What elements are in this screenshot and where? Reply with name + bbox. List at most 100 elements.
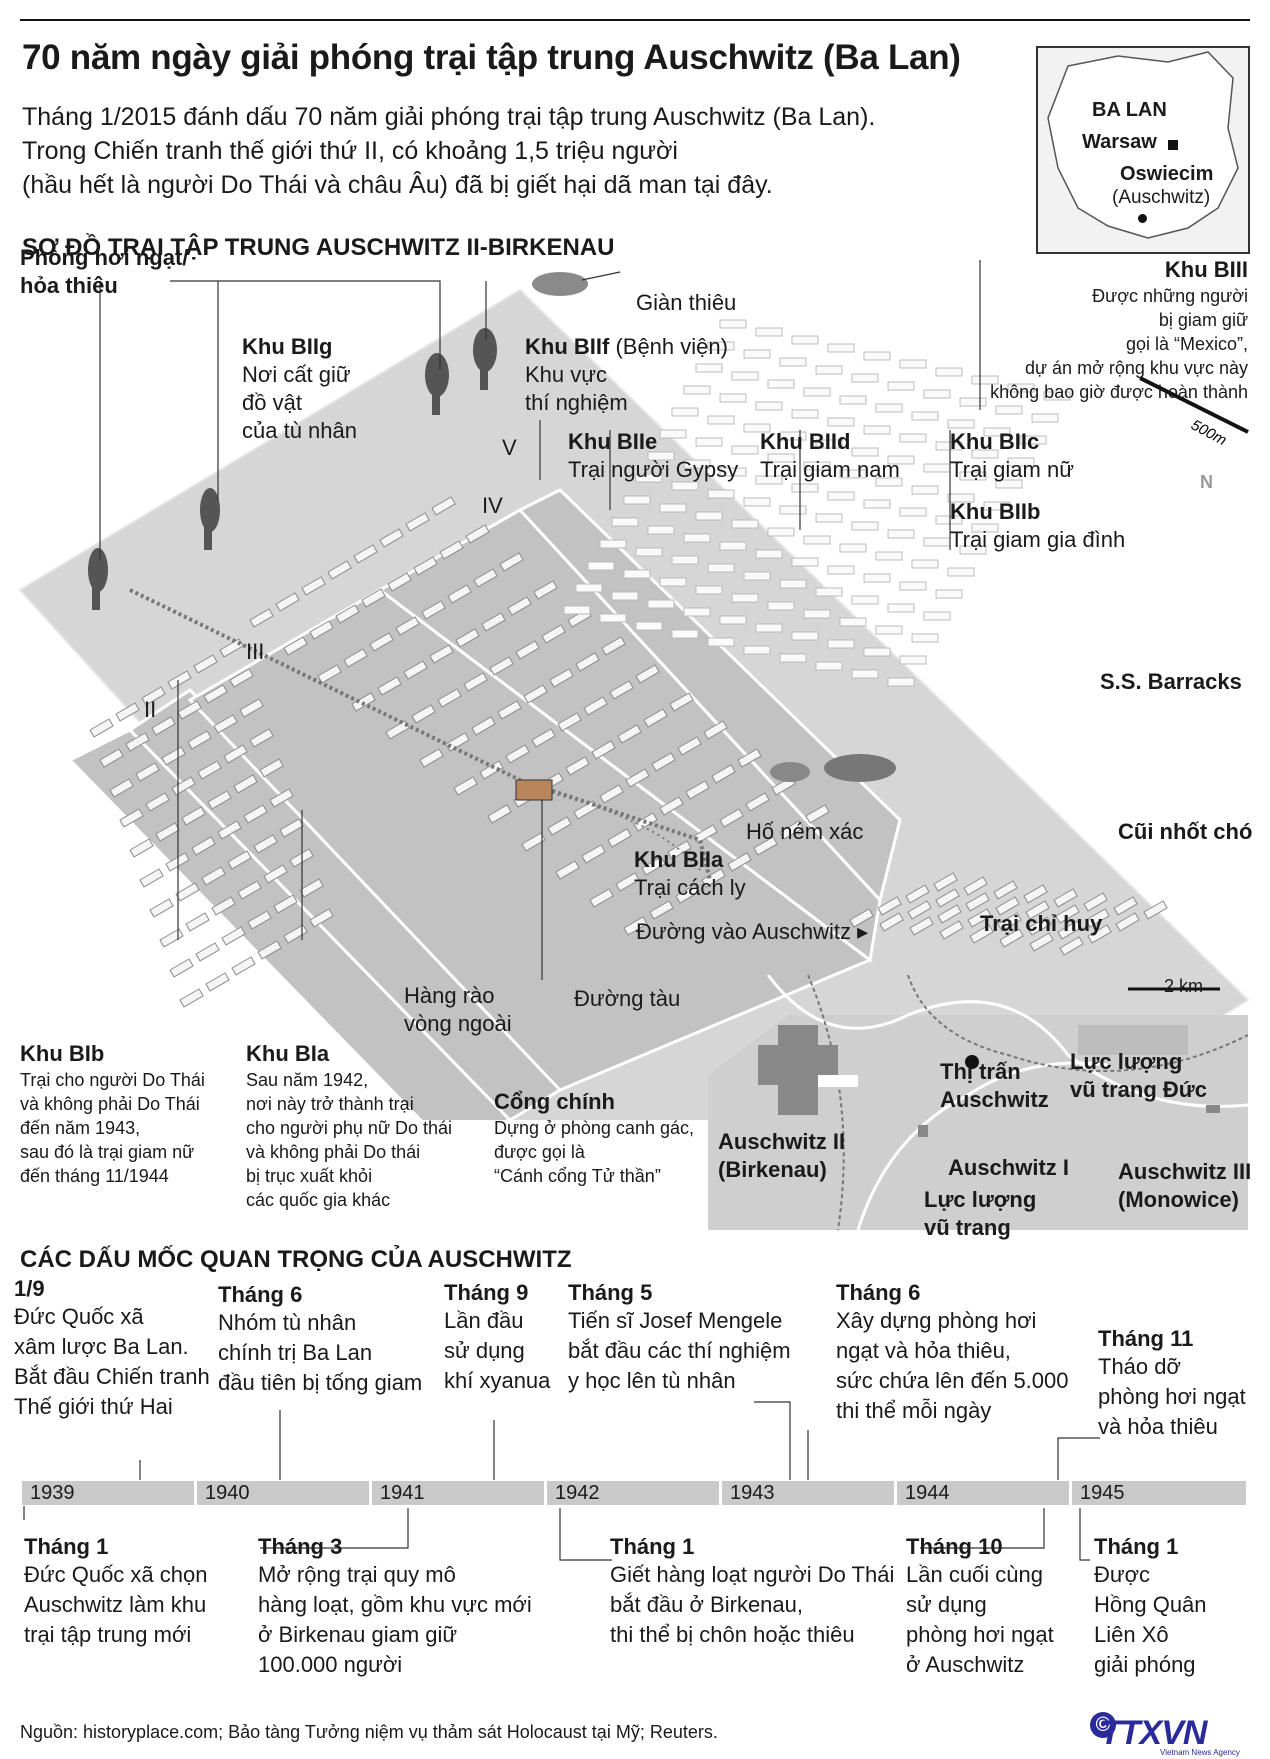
barrack [877, 896, 902, 916]
barrack [369, 632, 394, 652]
barrack-bIII [719, 319, 747, 329]
label-pits: Hố ném xác [746, 819, 864, 844]
section-bIb [67, 728, 513, 1120]
barrack-bIII [911, 633, 939, 643]
inset-city: Oswiecim [1120, 163, 1214, 185]
barrack-bIII [659, 503, 687, 513]
barrack [249, 608, 274, 628]
barrack [179, 988, 204, 1008]
barrack [711, 764, 736, 784]
barrack [557, 712, 582, 732]
barrack [429, 644, 454, 664]
label-bIa: Khu BIa Sau năm 1942, nơi này trở thành … [246, 1041, 453, 1210]
barrack [227, 850, 252, 870]
barrack [523, 684, 548, 704]
barrack [753, 836, 778, 856]
barrack [269, 788, 294, 808]
barrack [1057, 920, 1082, 940]
barrack-bIII [995, 405, 1023, 415]
pyre-icon [532, 272, 588, 296]
timeline-segment [722, 1481, 894, 1505]
barrack [445, 732, 470, 752]
barrack-bIII [659, 429, 687, 439]
barrack-bIII [887, 455, 915, 465]
barrack-bIII [767, 601, 795, 611]
barrack-bIII [635, 473, 663, 483]
barrack-bIII [911, 411, 939, 421]
barrack-bIII [851, 595, 879, 605]
barrack-bIII [899, 581, 927, 591]
barrack [649, 900, 674, 920]
timeline-segment [197, 1481, 369, 1505]
barrack-bIII [647, 599, 675, 609]
barrack [309, 620, 334, 640]
barrack [205, 972, 230, 992]
barrack [159, 928, 184, 948]
intro-text: Tháng 1/2015 đánh dấu 70 năm giải phóng … [22, 100, 992, 202]
timeline-segment [1072, 1481, 1246, 1505]
chimney-smoke-icons [88, 328, 497, 610]
barracks-grid [89, 496, 1168, 1008]
barrack-bIII [1043, 391, 1071, 401]
label-crematorium-3: III [246, 639, 265, 664]
barrack [625, 768, 650, 788]
barrack [405, 512, 430, 532]
barrack [237, 880, 262, 900]
birkenau-map: 500m N [18, 260, 1250, 1120]
barrack [149, 898, 174, 918]
town-marker-icon [965, 1055, 979, 1069]
barrack-bIII [887, 603, 915, 613]
inset-country: BA LAN [1092, 99, 1167, 121]
barrack-bIII [899, 655, 927, 665]
barrack [995, 896, 1020, 916]
barrack [201, 866, 226, 886]
barrack-bIII [851, 669, 879, 679]
barrack [1087, 924, 1112, 944]
barrack-bIII [599, 613, 627, 623]
barrack [279, 818, 304, 838]
barrack-bIII [791, 483, 819, 493]
barrack-bIII [683, 607, 711, 617]
timeline-year: 1943 [730, 1482, 775, 1504]
barrack-bIII [803, 535, 831, 545]
barrack [719, 808, 744, 828]
barrack-bIII [1007, 383, 1035, 393]
label-railway: Đường tàu [574, 986, 681, 1011]
barrack [283, 636, 308, 656]
barrack [745, 792, 770, 812]
barrack [353, 544, 378, 564]
barrack-bIII [695, 585, 723, 595]
barrack-bIII [779, 579, 807, 589]
barrack [177, 700, 202, 720]
label-bIb: Khu BIb Trại cho người Do Thái và không … [20, 1041, 205, 1186]
barrack-bIII [971, 449, 999, 459]
barrack-bIII [959, 397, 987, 407]
barrack [151, 716, 176, 736]
barrack-bIII [647, 525, 675, 535]
barrack [1053, 888, 1078, 908]
barrack [909, 916, 934, 936]
label-dog-kennel: Cũi nhốt chó [1118, 819, 1253, 844]
barrack [135, 762, 160, 782]
timeline-segment [897, 1481, 1069, 1505]
barrack-bIII [959, 545, 987, 555]
railway-line [129, 588, 712, 881]
barrack-bIII [935, 515, 963, 525]
barrack [155, 822, 180, 842]
barrack-bIII [779, 357, 807, 367]
source-note: Nguồn: historyplace.com; Bảo tàng Tưởng … [20, 1722, 718, 1742]
barrack [109, 778, 134, 798]
label-main-gate: Cổng chính Dựng ở phòng canh gác, được g… [494, 1089, 694, 1186]
barrack-bIII [815, 587, 843, 597]
barrack [533, 580, 558, 600]
barrack [1143, 900, 1168, 920]
barrack [253, 834, 278, 854]
poland-outline [1047, 51, 1239, 239]
barrack [403, 660, 428, 680]
timeline-year: 1944 [905, 1482, 950, 1504]
